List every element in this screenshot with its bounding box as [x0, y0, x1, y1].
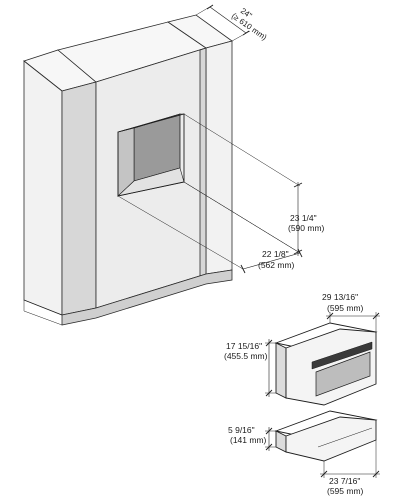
- niche-height-imperial: 23 1/4": [290, 213, 317, 223]
- right-panel-edge: [199, 47, 207, 277]
- niche-depth-dimension: 22 1/8" (562 mm): [117, 181, 303, 274]
- oven-height-imperial: 17 15/16": [226, 341, 262, 351]
- oven-height-dimension: 17 15/16" (455.5 mm): [224, 339, 276, 397]
- drawer-width-imperial: 23 7/16": [329, 476, 360, 486]
- oven-width-dimension: 29 13/16" (595 mm): [322, 292, 380, 332]
- oven-door-window: [315, 351, 371, 397]
- drawer-side: [275, 430, 287, 453]
- right-panel-front: [205, 40, 233, 275]
- drawer-height-imperial: 5 9/16": [228, 425, 255, 435]
- drawer-height-dimension: 5 9/16" (141 mm): [228, 425, 276, 451]
- drawer-height-metric: (141 mm): [230, 435, 267, 445]
- oven-height-metric: (455.5 mm): [224, 351, 268, 361]
- oven-side: [275, 342, 287, 399]
- niche-depth-metric: (562 mm): [258, 260, 295, 270]
- drawer-handle-slot: [317, 427, 373, 448]
- drawer-width-dimension: 23 7/16" (595 mm): [320, 440, 380, 496]
- niche-height-metric: (590 mm): [288, 223, 325, 233]
- left-panel-front: [23, 60, 63, 316]
- tall-cabinet-unit: [23, 14, 233, 326]
- oven-width-metric: (595 mm): [327, 303, 364, 313]
- cabinet-plinth: [61, 269, 233, 326]
- oven-appliance: [274, 322, 378, 406]
- oven-control-panel: [311, 341, 373, 370]
- installation-niche: [117, 113, 185, 197]
- drawer-width-metric: (595 mm): [327, 486, 364, 496]
- left-panel-side: [61, 81, 97, 316]
- niche-depth-imperial: 22 1/8": [262, 249, 289, 259]
- oven-width-imperial: 29 13/16": [322, 292, 358, 302]
- warming-drawer: [274, 410, 378, 462]
